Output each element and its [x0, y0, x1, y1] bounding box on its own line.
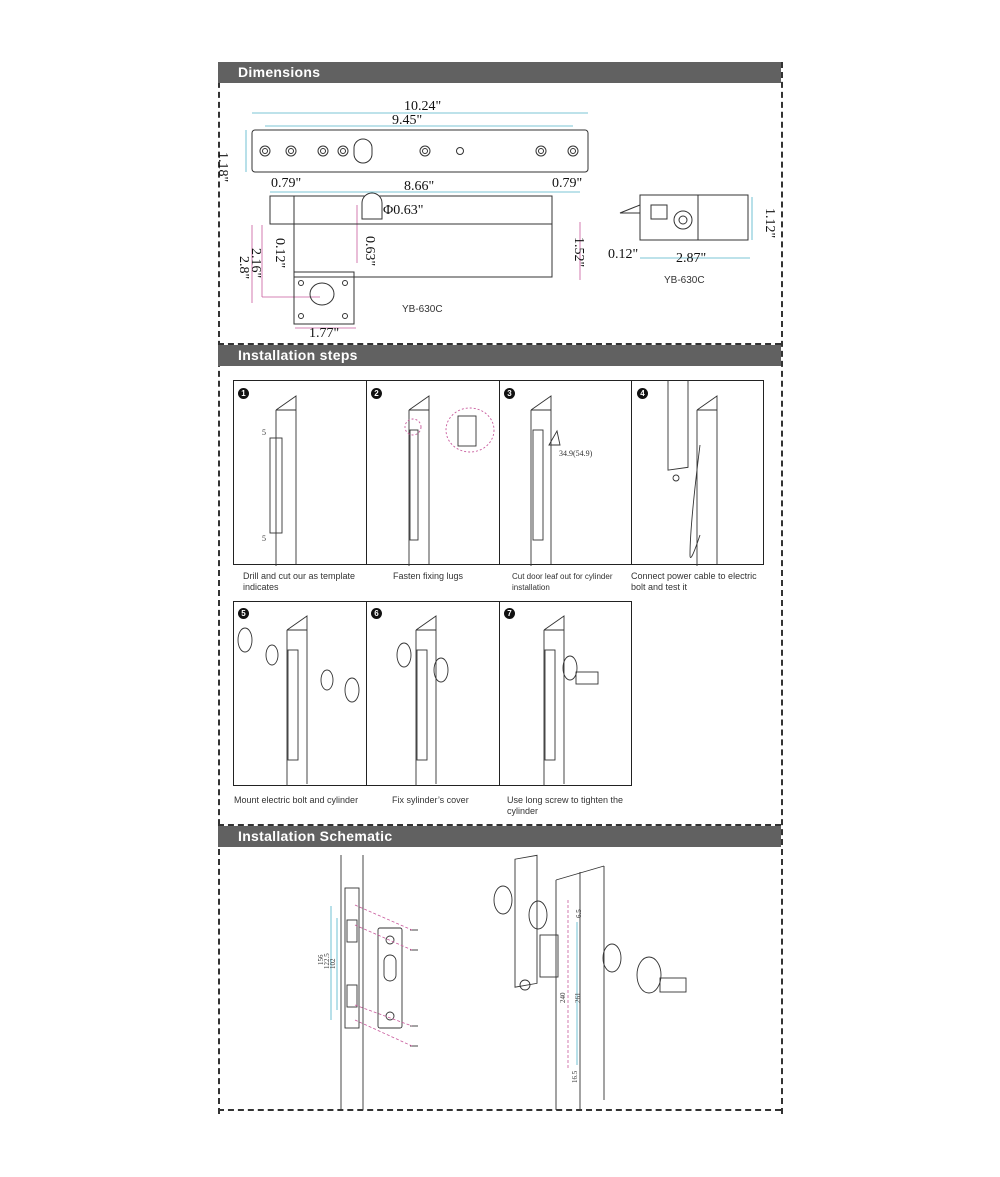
dim-side-height: 1.12" — [762, 208, 777, 238]
dim-side-width: 2.87" — [676, 251, 706, 266]
dimensions-drawing: 10.24" 9.45" 1.18" 0.79" 8.66" 0.79" Φ0.… — [215, 99, 777, 341]
dim-bracket-total: 2.8" — [236, 256, 251, 279]
side-view-body — [639, 194, 749, 241]
schematic-dim-102: 102 — [329, 958, 337, 969]
door-illustration-3 — [530, 395, 561, 566]
section-header-dimensions: Dimensions — [218, 62, 781, 83]
step-caption-6: Fix sylinder’s cover — [392, 795, 469, 805]
bolt-faceplate — [251, 129, 589, 173]
step-cell-7 — [499, 601, 632, 786]
door-illustration-6 — [396, 615, 449, 786]
dim-side-gap: 0.12" — [608, 247, 638, 262]
step-number-3: 3 — [504, 388, 515, 399]
step-number-6: 6 — [371, 608, 382, 619]
schematic-dim-6-5: 6.5 — [575, 909, 583, 918]
door-illustration-7 — [543, 615, 599, 786]
step3-dimension: 34.9(54.9) — [559, 449, 593, 458]
step-number-2: 2 — [371, 388, 382, 399]
bottom-divider — [218, 1109, 781, 1111]
door-illustration-2 — [404, 395, 495, 566]
step-cell-4 — [631, 380, 764, 565]
schematic-drawing: 156 122.5 102 6.5 240 261 16.5 — [317, 854, 687, 1110]
step-number-4: 4 — [637, 388, 648, 399]
schematic-dim-240: 240 — [559, 992, 567, 1003]
dim-hole-span: 9.45" — [392, 113, 422, 128]
dim-body-depth: 1.52" — [571, 237, 586, 267]
dim-bracket-height: 2.16" — [248, 248, 263, 278]
step-cell-3 — [499, 380, 632, 565]
strike-plate — [377, 927, 403, 1029]
dim-bracket-width: 1.77" — [309, 326, 339, 341]
section-header-installation-steps: Installation steps — [218, 345, 781, 366]
dim-right-offset: 0.79" — [552, 176, 582, 191]
step-number-7: 7 — [504, 608, 515, 619]
door-illustration-1 — [269, 395, 297, 566]
step-cell-2 — [366, 380, 500, 565]
step-number-5: 5 — [238, 608, 249, 619]
dim-hole-diameter: Φ0.63" — [383, 203, 423, 218]
dim-left-offset: 0.79" — [271, 176, 301, 191]
faceplate-holes — [259, 138, 579, 164]
step-caption-7: Use long screw to tighten the cylinder — [507, 795, 624, 816]
cylinder-bracket — [293, 271, 355, 325]
screw-icons — [410, 929, 418, 1047]
steps-illustrations: 5 5 34.9(54.9) — [237, 380, 718, 786]
schematic-dim-261: 261 — [574, 992, 582, 1003]
door-illustration-5 — [237, 615, 360, 786]
dim-hole-depth: 0.63" — [362, 236, 377, 266]
schematic-dim-16-5: 16.5 — [571, 1070, 579, 1083]
step-caption-1: Drill and cut our as template indicates — [243, 571, 356, 592]
step-caption-2: Fasten fixing lugs — [393, 571, 464, 581]
dim-total-length: 10.24" — [404, 99, 441, 114]
section-header-installation-schematic: Installation Schematic — [218, 826, 781, 847]
section-divider — [218, 343, 781, 345]
step-cell-6 — [366, 601, 500, 786]
step-number-1: 1 — [238, 388, 249, 399]
step1-mark-top: 5 — [262, 428, 266, 437]
schematic-dim-156: 156 — [317, 954, 325, 965]
document-frame — [218, 62, 783, 1114]
step1-mark-bottom: 5 — [262, 534, 266, 543]
step-cell-5 — [233, 601, 367, 786]
step-cell-1 — [233, 380, 367, 565]
dim-center-span: 8.66" — [404, 179, 434, 194]
model-label-main: YB-630C — [402, 304, 443, 315]
section-divider — [218, 824, 781, 826]
step-caption-5: Mount electric bolt and cylinder — [234, 795, 359, 805]
step-caption-3: Cut door leaf out for cylinder installat… — [512, 572, 613, 592]
door-illustration-4 — [667, 380, 718, 566]
dim-left-gap: 0.12" — [272, 238, 287, 268]
dim-height: 1.18" — [215, 152, 230, 182]
model-label-side: YB-630C — [664, 275, 705, 286]
schematic-dim-122: 122.5 — [323, 953, 331, 969]
step-caption-4: Connect power cable to electric bolt and… — [631, 571, 757, 592]
